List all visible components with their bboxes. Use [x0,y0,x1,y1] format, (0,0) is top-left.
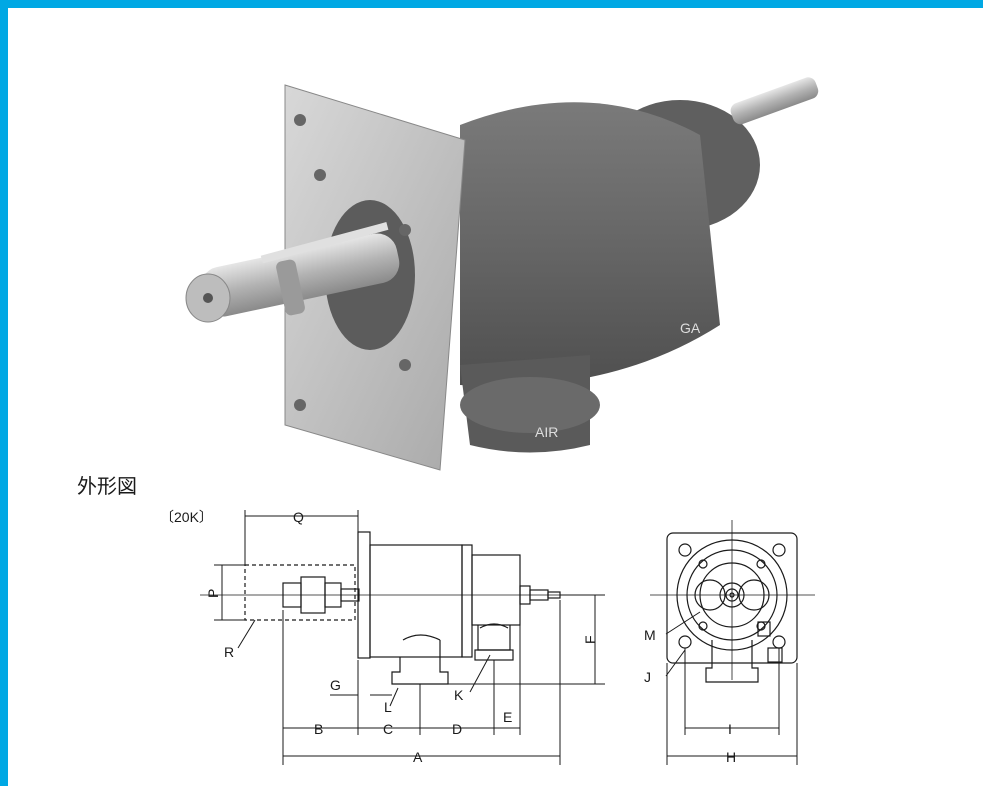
gas-marking: GA [680,320,701,336]
dim-label-i: I [728,721,732,737]
dim-label-m: M [644,627,656,643]
dim-label-c: C [383,721,393,737]
dim-label-k: K [454,687,464,703]
dim-label-r: R [224,644,234,660]
side-rear-body [471,554,521,626]
side-view [200,531,575,685]
dim-label-a: A [413,749,423,765]
flange-bolt-hole [294,399,306,411]
air-marking: AIR [535,424,558,440]
dim-label-g: G [330,677,341,693]
section-title: 外形図 [77,474,137,498]
burner-shaft [200,233,400,317]
dim-label-e: E [503,709,512,725]
rear-pipe [730,77,819,125]
side-body [369,544,463,658]
flange-bolt-hole [314,169,326,181]
frame-left-border [0,0,8,786]
product-photo: AIR GA [185,77,819,471]
air-port [460,377,600,433]
dim-label-p: P [205,589,221,598]
dim-label-d: D [452,721,462,737]
dim-label-b: B [314,721,323,737]
flange-bolt-hole [294,114,306,126]
shaft-collar [276,259,305,316]
front-view [650,520,815,683]
pressure-class-label: 〔20K〕 [160,509,213,525]
dimension-labels: Q P F R G L K E B C D A M J I H [205,509,736,765]
pilot-tube [260,222,389,264]
dim-label-f: F [582,635,598,644]
flange-bolt-hole [399,359,411,371]
frame-top-border [0,0,983,8]
dim-label-h: H [726,749,736,765]
main-body [460,102,720,387]
dim-label-q: Q [293,509,304,525]
removal-envelope [244,564,356,621]
dimensions [214,510,798,765]
dim-label-j: J [644,669,651,685]
flange-bolt-hole [399,224,411,236]
dim-label-l: L [384,699,392,715]
burner-tip-hole [203,293,213,303]
